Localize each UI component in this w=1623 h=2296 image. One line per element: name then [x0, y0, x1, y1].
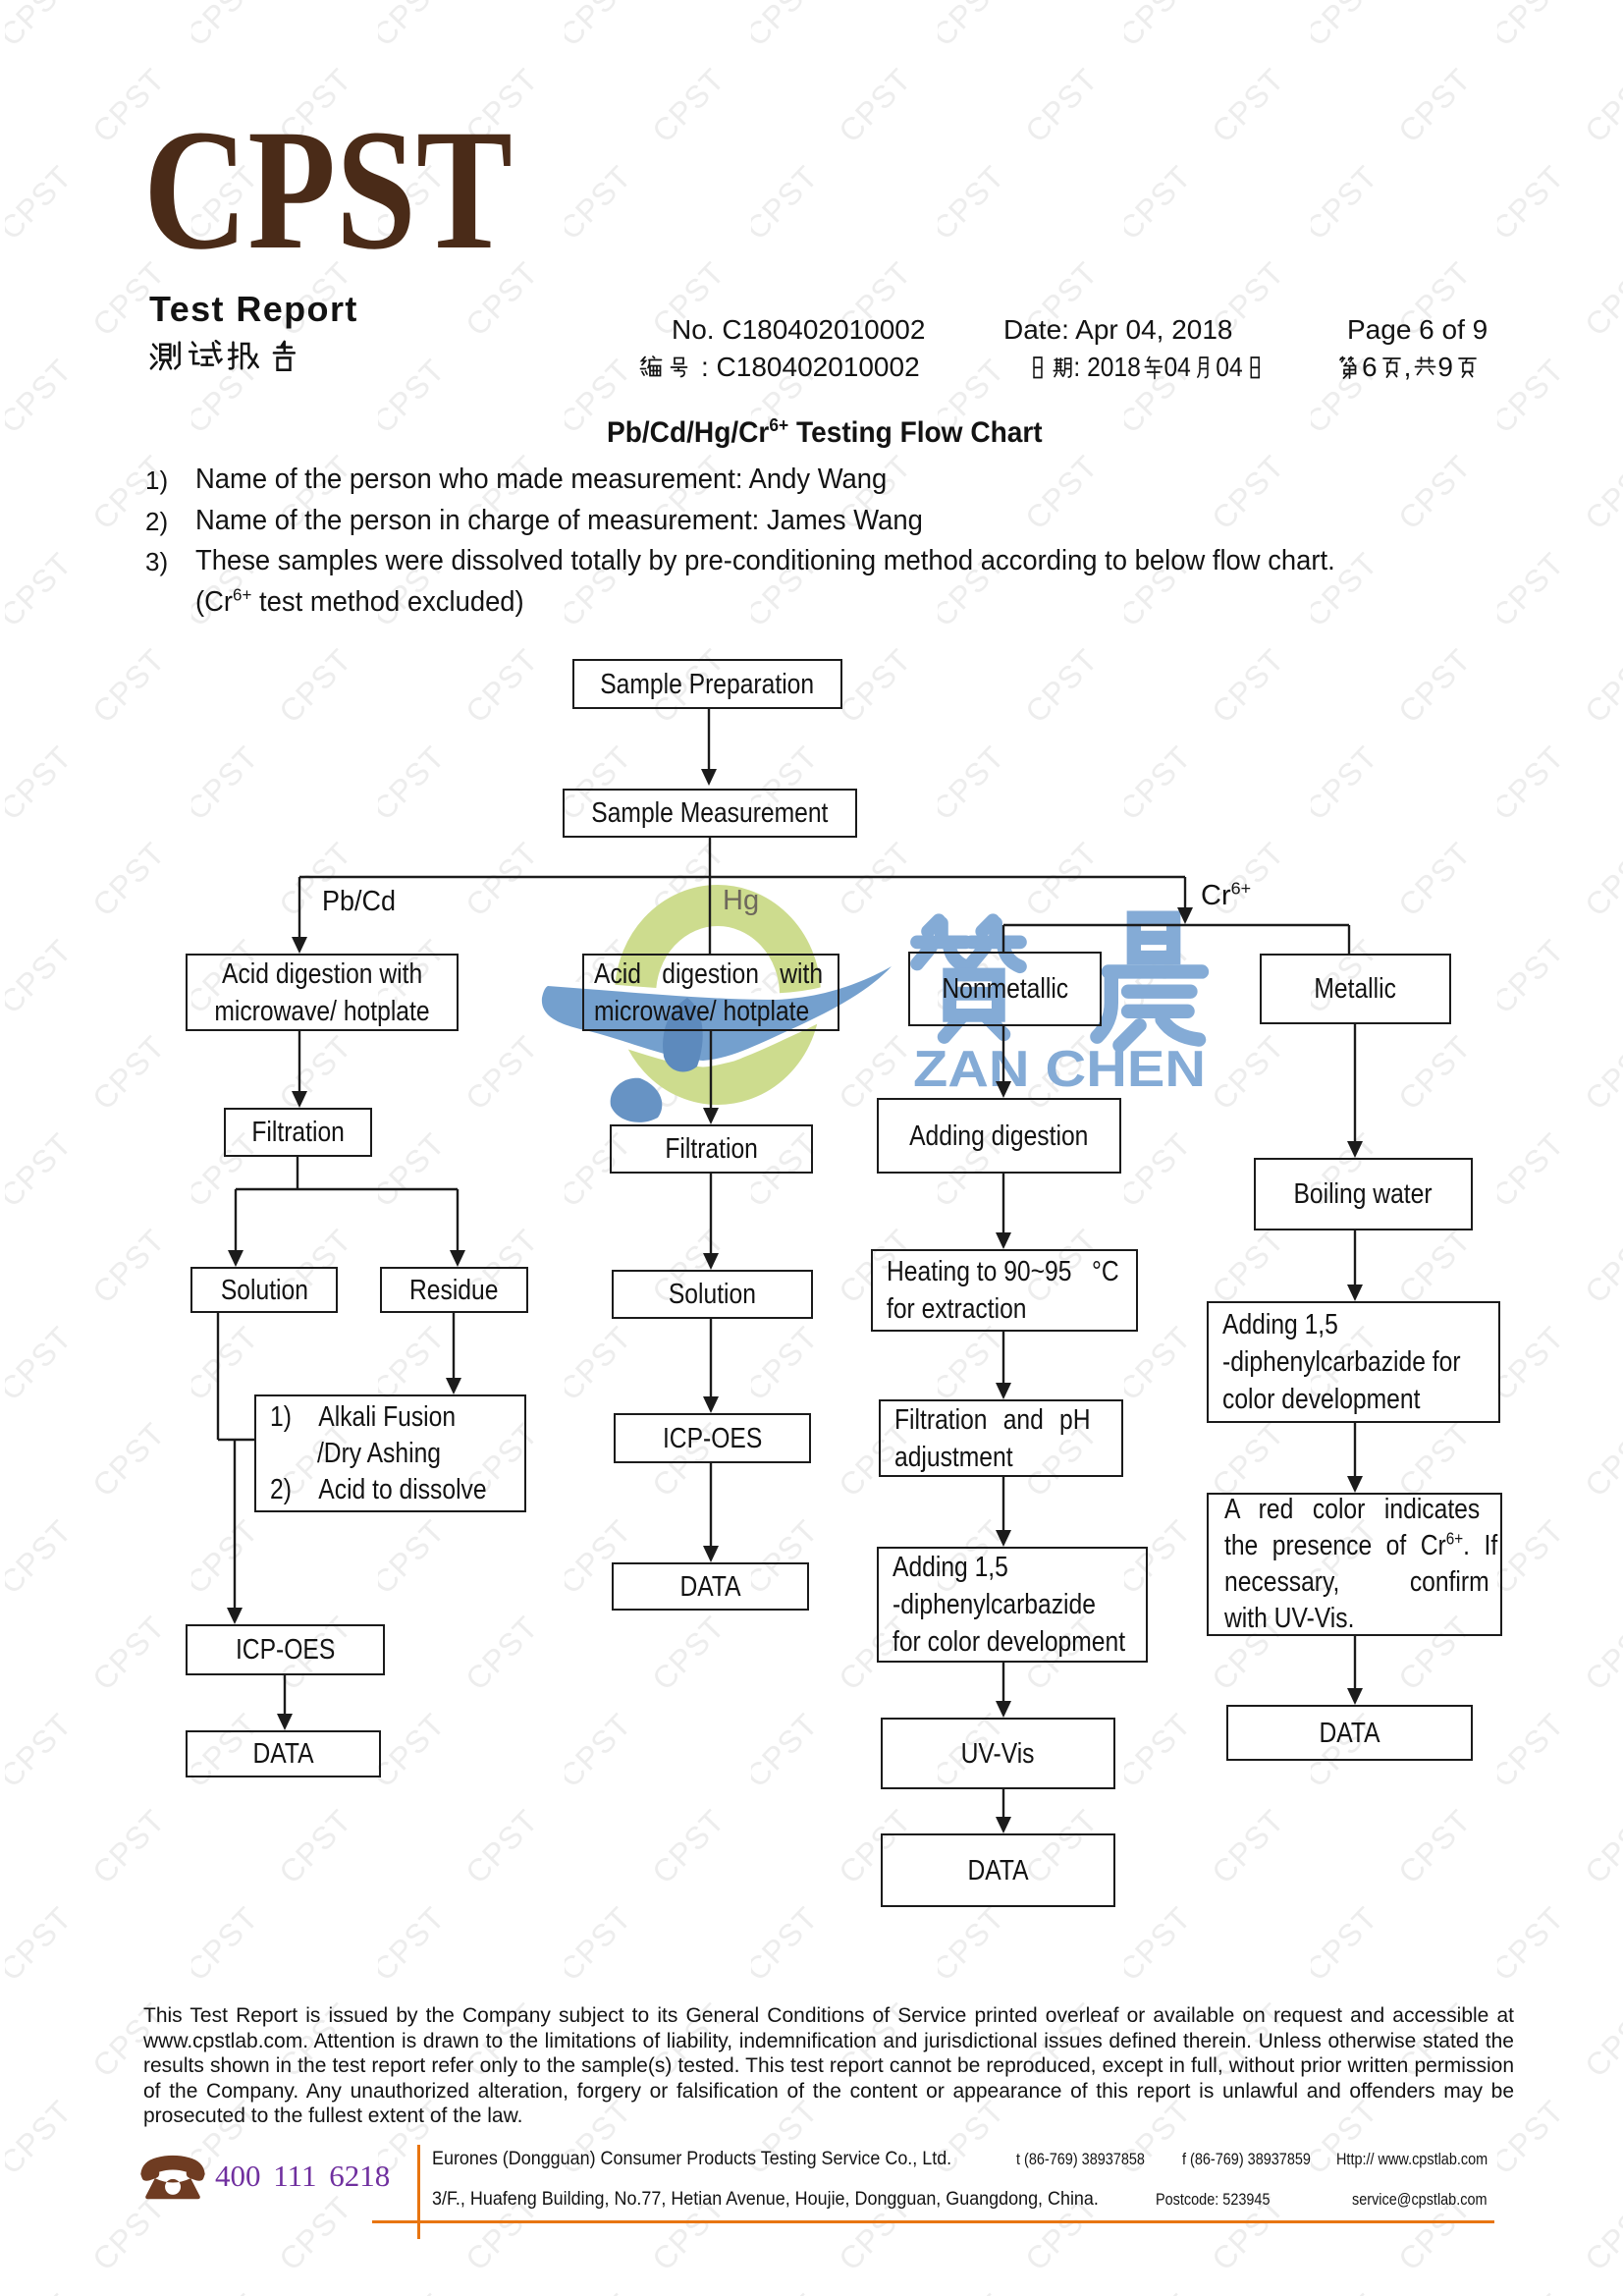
svg-text:CPST: CPST: [143, 94, 513, 286]
svg-text:ZAN CHEN: ZAN CHEN: [913, 1041, 1206, 1098]
